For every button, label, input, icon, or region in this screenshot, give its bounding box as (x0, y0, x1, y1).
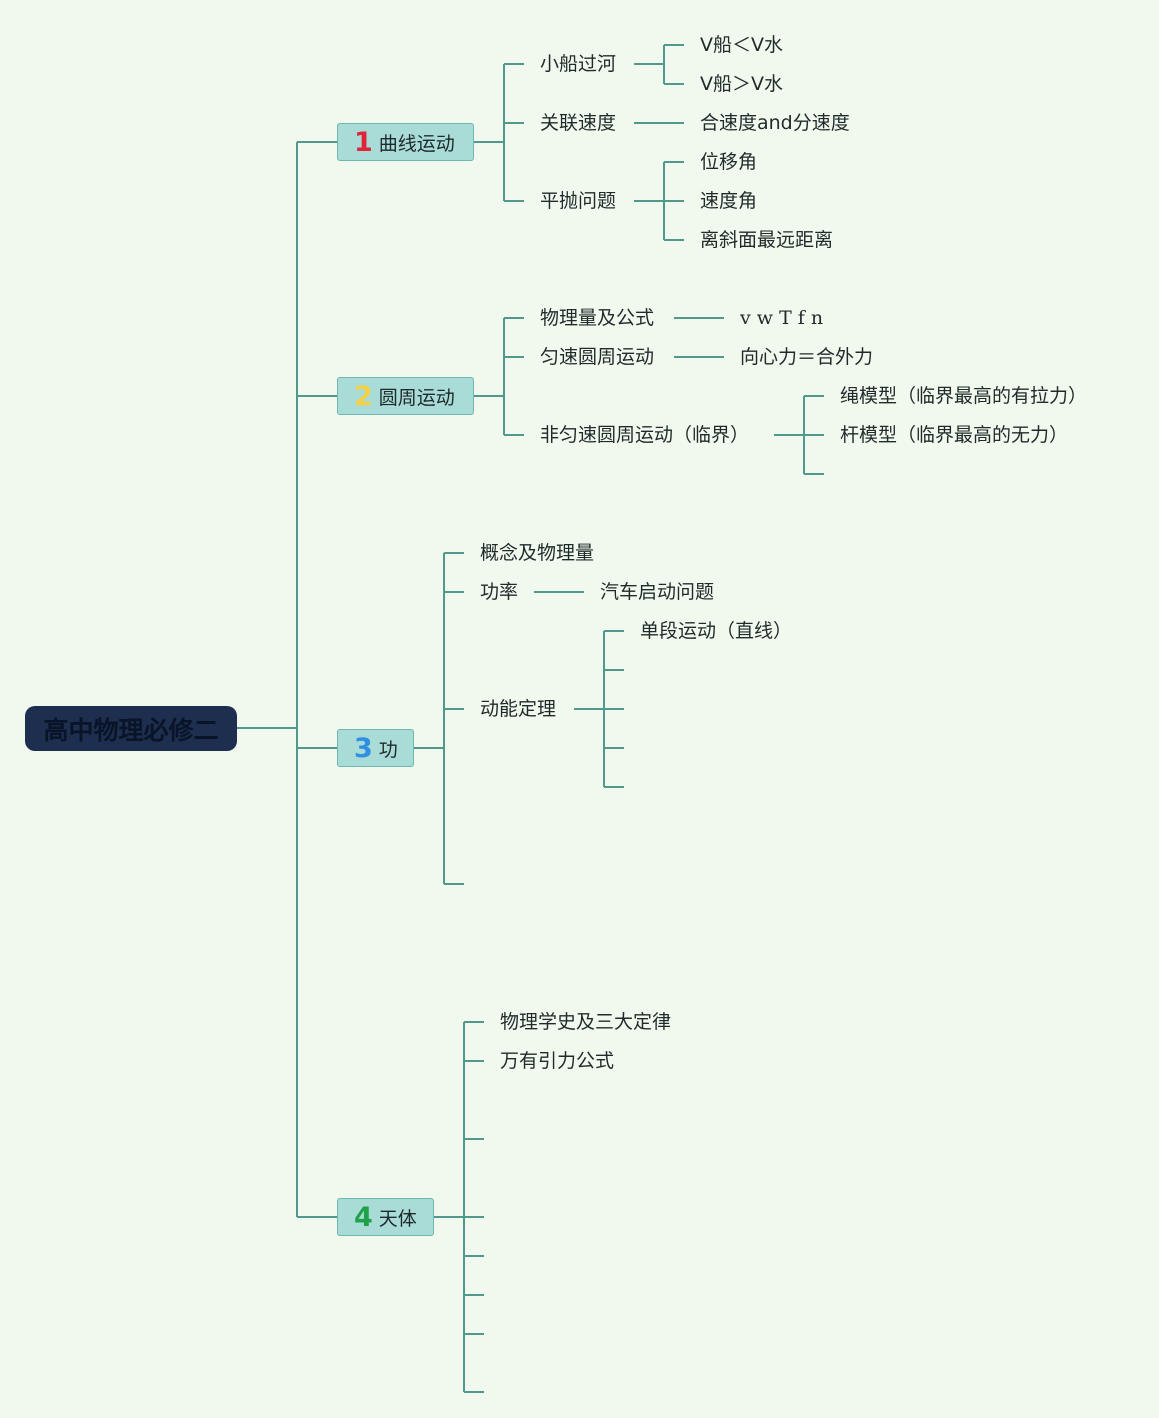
subtopic-max-distance-from-slope[interactable]: 离斜面最远距离 (700, 229, 834, 251)
subtopic-velocity-angle[interactable]: 速度角 (700, 190, 758, 212)
category-celestial-bodies[interactable]: 4 天体 (337, 1198, 434, 1236)
number-2-icon: 2 (354, 380, 373, 412)
root-topic[interactable]: 高中物理必修二 (25, 706, 237, 751)
topic-power[interactable]: 功率 (480, 581, 519, 603)
topic-boat-crossing[interactable]: 小船过河 (540, 53, 617, 75)
category-curvilinear-motion[interactable]: 1 曲线运动 (337, 123, 474, 161)
subtopic-rope-model[interactable]: 绳模型（临界最高的有拉力） (840, 385, 1088, 407)
category-label: 功 (378, 738, 398, 761)
number-4-icon: 4 (354, 1201, 373, 1233)
subtopic-single-segment-motion[interactable]: 单段运动（直线） (640, 620, 793, 642)
category-label: 圆周运动 (378, 386, 455, 409)
root-label: 高中物理必修二 (43, 715, 219, 745)
topic-concepts-quantities[interactable]: 概念及物理量 (480, 542, 595, 564)
subtopic-rod-model[interactable]: 杆模型（临界最高的无力） (840, 424, 1069, 446)
subtopic-displacement-angle[interactable]: 位移角 (700, 151, 758, 173)
category-label: 曲线运动 (378, 132, 455, 155)
subtopic-resultant-component-velocity[interactable]: 合速度and分速度 (700, 112, 850, 134)
subtopic-v-w-t-f-n[interactable]: v w T f n (740, 307, 824, 329)
topic-quantities-formulas[interactable]: 物理量及公式 (540, 307, 655, 329)
topic-physics-history-three-laws[interactable]: 物理学史及三大定律 (500, 1011, 672, 1033)
topic-nonuniform-circular-motion[interactable]: 非匀速圆周运动（临界） (540, 424, 750, 446)
topic-projectile-problems[interactable]: 平抛问题 (540, 190, 617, 212)
subtopic-v-boat-lt-v-water[interactable]: V船＜V水 (700, 34, 783, 56)
subtopic-car-startup[interactable]: 汽车启动问题 (600, 581, 715, 603)
category-work[interactable]: 3 功 (337, 729, 414, 767)
topic-kinetic-energy-theorem[interactable]: 动能定理 (480, 698, 557, 720)
topic-uniform-circular-motion[interactable]: 匀速圆周运动 (540, 346, 655, 368)
topic-related-velocity[interactable]: 关联速度 (540, 112, 617, 134)
number-3-icon: 3 (354, 732, 373, 764)
subtopic-centripetal-force[interactable]: 向心力＝合外力 (740, 346, 874, 368)
category-label: 天体 (378, 1207, 417, 1230)
subtopic-v-boat-gt-v-water[interactable]: V船＞V水 (700, 73, 783, 95)
category-circular-motion[interactable]: 2 圆周运动 (337, 377, 474, 415)
number-1-icon: 1 (354, 126, 373, 158)
topic-gravitation-formula[interactable]: 万有引力公式 (500, 1050, 615, 1072)
